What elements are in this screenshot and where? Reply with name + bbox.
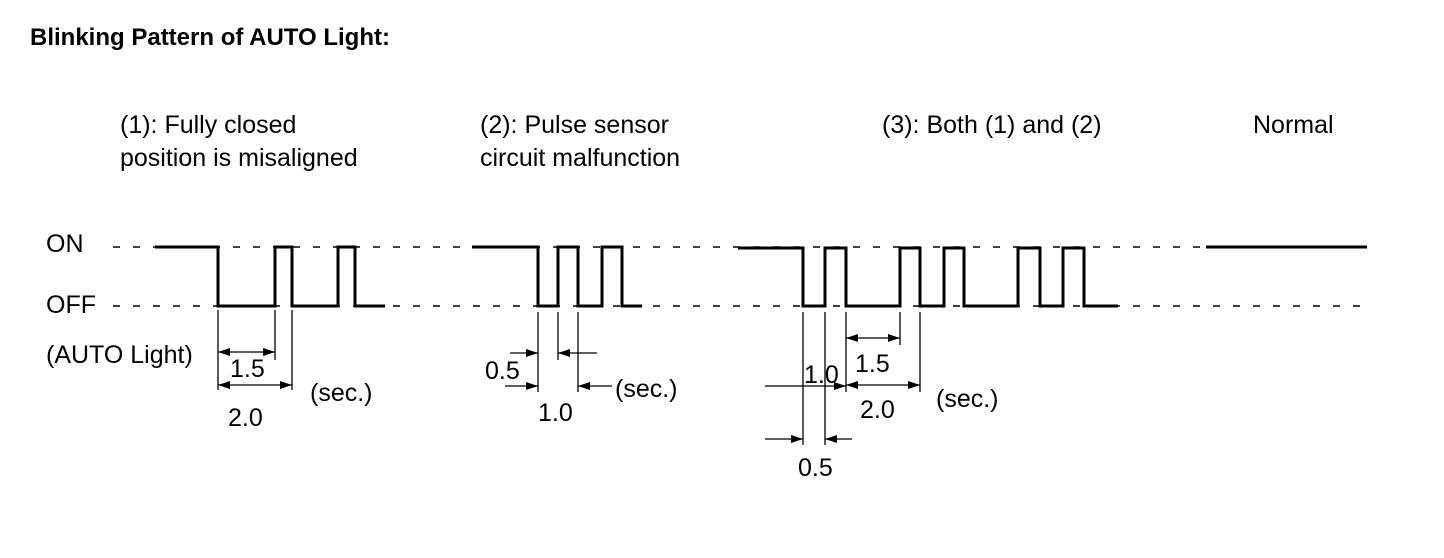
pattern-1-heading-line2: position is misaligned xyxy=(120,144,358,172)
pattern-1-dim-a: 1.5 xyxy=(230,355,265,383)
pattern-1-dimensions: 1.5 2.0 (sec.) xyxy=(217,310,373,432)
pattern-2-dim-b: 1.0 xyxy=(538,399,573,427)
pattern-3-dim-c: 1.5 xyxy=(855,350,890,378)
pattern-3-dim-b: 0.5 xyxy=(798,454,833,482)
pattern-1-dim-b: 2.0 xyxy=(228,404,263,432)
on-level-label: ON xyxy=(46,230,84,258)
pattern-1-heading-line1: (1): Fully closed xyxy=(120,111,296,139)
signal-name-label: (AUTO Light) xyxy=(46,341,193,369)
pattern-2-unit: (sec.) xyxy=(615,375,678,403)
pattern-3-dim-a: 1.0 xyxy=(804,361,839,389)
pattern-2-waveform xyxy=(472,245,642,308)
pattern-1-waveform xyxy=(155,245,385,308)
pattern-2-heading-line2: circuit malfunction xyxy=(480,144,680,172)
normal-heading: Normal xyxy=(1253,111,1334,139)
pattern-3-dimensions: 1.0 0.5 1.5 2.0 (sec.) xyxy=(765,312,999,482)
pattern-3-unit: (sec.) xyxy=(936,385,999,413)
pattern-3-dim-d: 2.0 xyxy=(860,396,895,424)
pattern-3-heading: (3): Both (1) and (2) xyxy=(882,111,1102,139)
pattern-2-dim-a: 0.5 xyxy=(485,357,520,385)
off-level-label: OFF xyxy=(46,291,96,319)
pattern-3-waveform xyxy=(738,246,1118,308)
pattern-2-dimensions: 0.5 1.0 (sec.) xyxy=(485,312,678,427)
pattern-1-unit: (sec.) xyxy=(310,379,373,407)
diagram-title: Blinking Pattern of AUTO Light: xyxy=(30,24,390,51)
pattern-2-heading-line1: (2): Pulse sensor xyxy=(480,111,669,139)
